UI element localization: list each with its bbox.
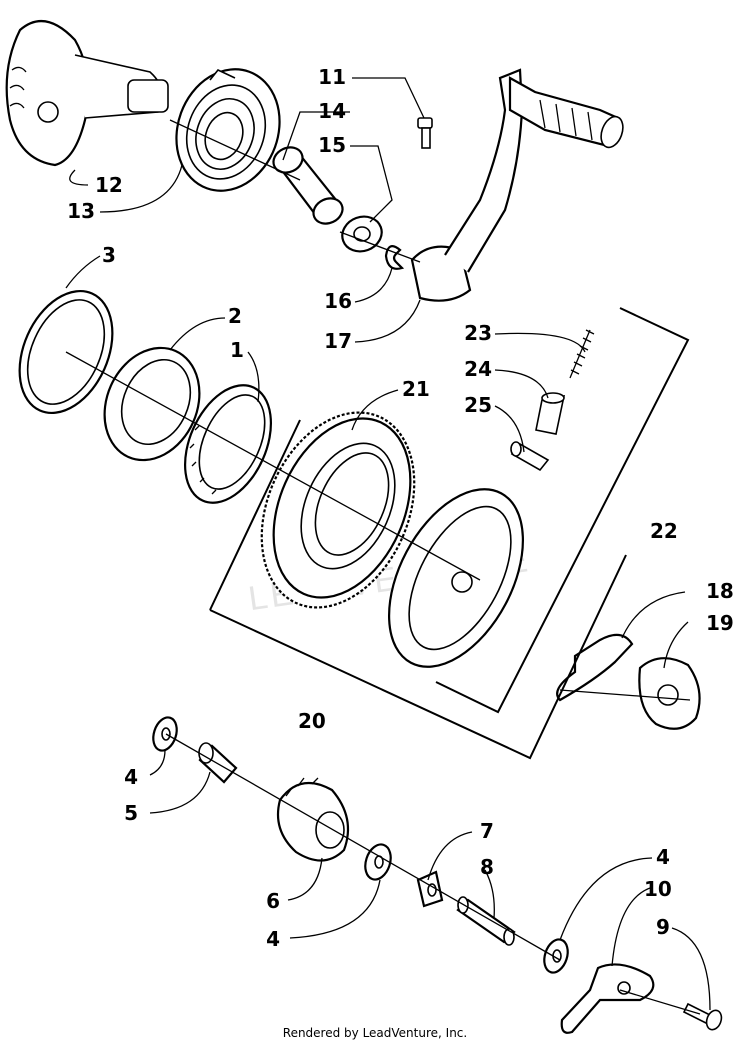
callout-4-c: 4: [656, 845, 670, 869]
part-4-washer-c[interactable]: [540, 936, 571, 975]
part-24-pin[interactable]: [535, 392, 566, 435]
part-11-bolt[interactable]: [417, 117, 433, 149]
part-16-circlip[interactable]: [384, 245, 405, 270]
part-5-bushing[interactable]: [198, 742, 238, 784]
part-7-clip[interactable]: [416, 870, 444, 908]
callout-22: 22: [650, 519, 678, 543]
part-15-washer[interactable]: [337, 211, 386, 257]
callout-5: 5: [124, 801, 138, 825]
part-18-pawl[interactable]: [556, 633, 634, 702]
callout-8: 8: [480, 855, 494, 879]
callout-16: 16: [324, 289, 352, 313]
footer-credit: Rendered by LeadVenture, Inc.: [282, 1026, 468, 1040]
callout-6: 6: [266, 889, 280, 913]
callout-19: 19: [706, 611, 734, 635]
part-8-shaft[interactable]: [456, 896, 516, 946]
callout-10: 10: [644, 877, 672, 901]
callout-1: 1: [230, 338, 244, 362]
callout-24: 24: [464, 357, 492, 381]
part-4-washer-b[interactable]: [361, 841, 395, 883]
leader-lines: [65, 77, 711, 1015]
callout-4-b: 4: [266, 927, 280, 951]
callout-17: 17: [324, 329, 352, 353]
callout-14: 14: [318, 99, 346, 123]
callout-20: 20: [298, 709, 326, 733]
callout-12: 12: [95, 173, 123, 197]
callout-3: 3: [102, 243, 116, 267]
callout-4-a: 4: [124, 765, 138, 789]
callout-23: 23: [464, 321, 492, 345]
callout-7: 7: [480, 819, 494, 843]
bracket-20: [209, 419, 627, 760]
part-25-roller[interactable]: [510, 441, 550, 472]
callout-13: 13: [67, 199, 95, 223]
part-23-spring[interactable]: [569, 329, 595, 379]
part-6-idler-gear[interactable]: [276, 777, 350, 862]
part-4-washer-a[interactable]: [149, 714, 180, 753]
part-13-return-spring[interactable]: [160, 55, 296, 206]
callout-labels: 11 14 15 16 17 12 13 3 2 1 21 23 24 25 2…: [67, 65, 734, 951]
part-19-gear[interactable]: [638, 657, 701, 730]
callout-18: 18: [706, 579, 734, 603]
callout-25: 25: [464, 393, 492, 417]
bracket-22: [435, 307, 690, 714]
part-22-clutch-plate[interactable]: [361, 467, 550, 689]
part-14-sleeve[interactable]: [269, 143, 346, 228]
callout-15: 15: [318, 133, 346, 157]
callout-9: 9: [656, 915, 670, 939]
part-17-kick-lever[interactable]: [410, 68, 627, 302]
callout-21: 21: [402, 377, 430, 401]
part-21-ring-gear[interactable]: [233, 388, 444, 631]
part-12-kick-shaft[interactable]: [5, 20, 169, 167]
callout-2: 2: [228, 304, 242, 328]
part-1-roller-cage[interactable]: [168, 372, 288, 516]
part-10-bracket[interactable]: [560, 963, 655, 1034]
callout-11: 11: [318, 65, 346, 89]
